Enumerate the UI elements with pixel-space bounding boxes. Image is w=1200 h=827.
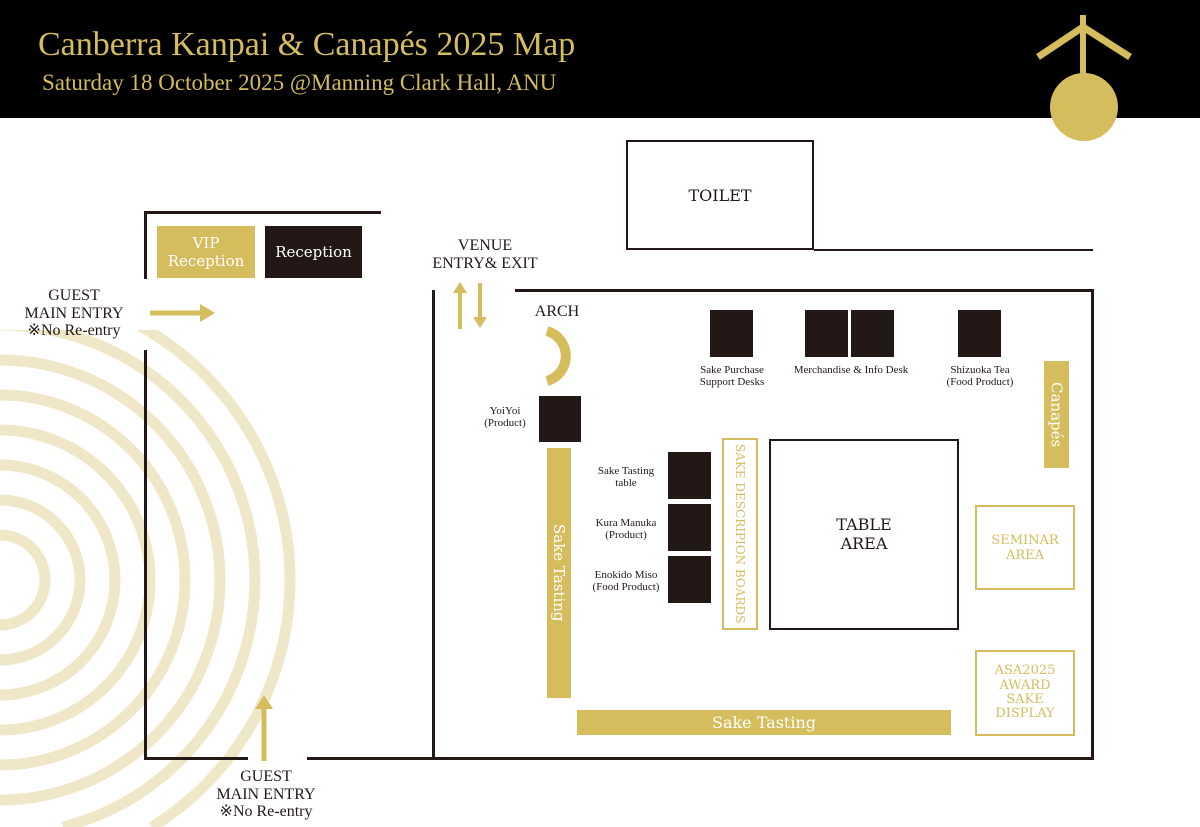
enokido-miso-booth (668, 556, 711, 603)
vip-reception: VIP Reception (157, 226, 255, 278)
label: TABLE (836, 515, 892, 534)
info-desk (851, 310, 894, 357)
label: YoiYoi (489, 405, 521, 417)
wall (1091, 289, 1094, 760)
kura-manuka-label: Kura Manuka (Product) (583, 517, 669, 541)
label: ENTRY& EXIT (432, 254, 538, 272)
sake-purchase-label: Sake Purchase Support Desks (682, 364, 782, 388)
entry-exit-arrows-icon (453, 282, 487, 329)
label: ※No Re-entry (27, 322, 121, 340)
wall (144, 211, 147, 279)
label: Enokido Miso (594, 569, 658, 581)
label: Kura Manuka (595, 517, 657, 529)
venue-entry-exit-label: VENUE ENTRY& EXIT (415, 237, 555, 272)
wall (432, 757, 1094, 760)
sake-tasting-vertical: Sake Tasting (547, 448, 571, 698)
label: SEMINAR (991, 532, 1059, 548)
wall (145, 211, 381, 214)
label: table (615, 477, 637, 490)
yoiyoi-label: YoiYoi (Product) (470, 405, 540, 429)
map-title: Canberra Kanpai & Canapés 2025 Map (38, 26, 576, 63)
label: MAIN ENTRY (24, 304, 124, 322)
label: ※No Re-entry (219, 803, 313, 821)
enokido-miso-label: Enokido Miso (Food Product) (583, 569, 669, 593)
label: GUEST (240, 768, 292, 785)
canapes-station: Canapés (1044, 361, 1069, 468)
guest-main-entry-left-label: GUEST MAIN ENTRY ※No Re-entry (4, 287, 144, 340)
label: (Food Product) (946, 376, 1014, 389)
shizuoka-tea-label: Shizuoka Tea (Food Product) (930, 364, 1030, 388)
arch-icon (545, 326, 571, 386)
label: Shizuoka Tea (950, 364, 1010, 376)
arch-label: ARCH (534, 303, 580, 320)
yoiyoi-booth (539, 396, 581, 442)
wall (515, 289, 1094, 292)
label: AREA (1005, 547, 1045, 563)
sake-tasting-horizontal: Sake Tasting (577, 710, 951, 735)
kura-manuka-booth (668, 504, 711, 551)
label: (Product) (484, 417, 526, 430)
merchandise-desk (805, 310, 848, 357)
wall (144, 350, 147, 760)
wall (432, 290, 435, 760)
sake-description-boards: SAKE DESCRIPION BOARDS (722, 438, 758, 630)
label: Support Desks (699, 376, 765, 389)
label: ASA2025 (994, 663, 1056, 679)
label: AWARD (999, 677, 1051, 693)
label: Reception (167, 252, 245, 270)
sake-tasting-table-booth (668, 452, 711, 499)
sake-purchase-desk (710, 310, 753, 357)
wall (307, 757, 434, 760)
merchandise-label: Merchandise & Info Desk (793, 364, 909, 376)
asa2025-award-display: ASA2025 AWARD SAKE DISPLAY (975, 650, 1075, 736)
arrow-up-icon (255, 695, 273, 761)
wall (144, 757, 248, 760)
table-area: TABLE AREA (769, 439, 959, 630)
map-subtitle: Saturday 18 October 2025 @Manning Clark … (42, 70, 557, 95)
label: VIP (192, 234, 220, 252)
reception: Reception (265, 226, 362, 278)
shizuoka-tea-booth (958, 310, 1001, 357)
label: SAKE (1006, 692, 1044, 707)
label: GUEST (48, 287, 100, 304)
arrow-right-icon (150, 304, 215, 322)
label: Sake Purchase (700, 364, 764, 376)
label: (Food Product) (592, 581, 660, 594)
toilet: TOILET (626, 140, 814, 250)
label: (Product) (605, 529, 647, 542)
header-banner: Canberra Kanpai & Canapés 2025 Map Satur… (0, 0, 1200, 141)
wall (814, 249, 1093, 251)
decorative-ripples-icon (0, 330, 296, 827)
logo-icon (1036, 15, 1132, 141)
label: MAIN ENTRY (216, 785, 316, 803)
label: VENUE (457, 237, 513, 254)
label: Sake Tasting (597, 465, 655, 477)
guest-main-entry-bottom-label: GUEST MAIN ENTRY ※No Re-entry (196, 768, 336, 821)
label: AREA (840, 534, 888, 553)
seminar-area: SEMINAR AREA (975, 505, 1075, 590)
label: DISPLAY (995, 706, 1055, 722)
sake-tasting-table-label: Sake Tasting table (583, 465, 669, 489)
